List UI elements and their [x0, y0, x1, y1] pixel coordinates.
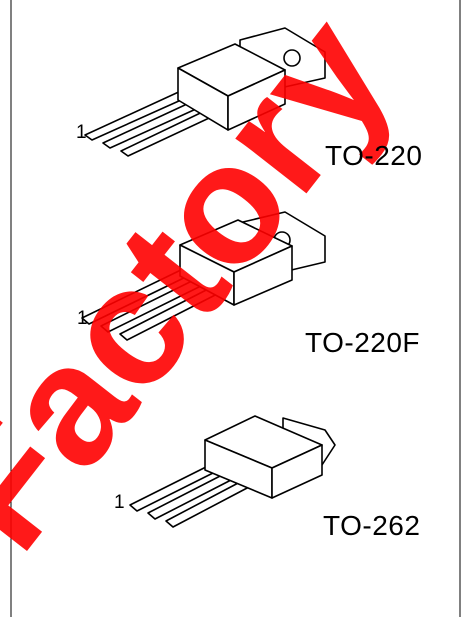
to220f-body-side — [233, 245, 293, 306]
to220-package-label: TO-220 — [325, 140, 423, 171]
to220-mounting-hole — [283, 49, 301, 67]
to262-body-side — [271, 444, 323, 499]
to-262-package-drawing — [129, 415, 336, 528]
to262-package-label: TO-262 — [323, 510, 421, 541]
to-220f-package-drawing — [81, 211, 326, 341]
to262-pin1-label: 1 — [114, 492, 125, 513]
to220f-pin1-label: 1 — [77, 308, 88, 329]
to220-body-side — [227, 69, 286, 131]
to-220-package-drawing — [84, 27, 326, 157]
to220f-package-label: TO-220F — [305, 327, 421, 358]
to220-pin1-label: 1 — [76, 122, 87, 143]
